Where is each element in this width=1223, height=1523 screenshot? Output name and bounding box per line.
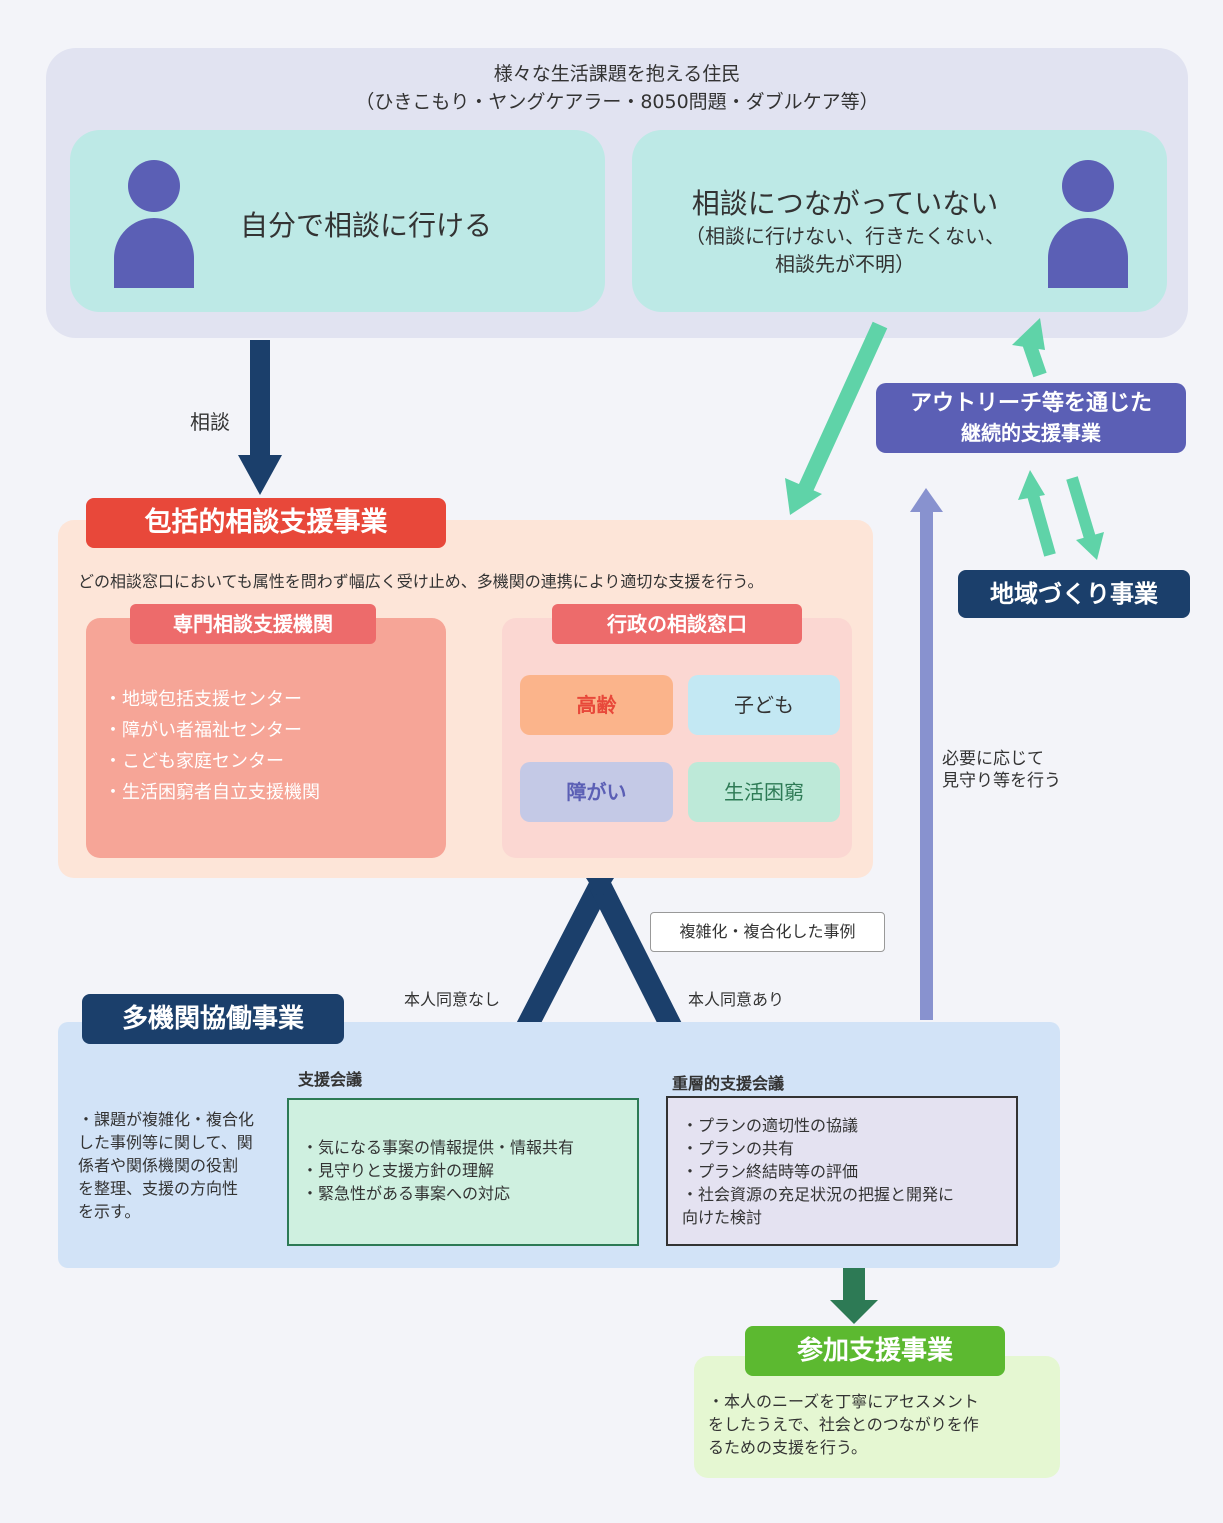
teal-arrow-pair-up [1027,493,1056,557]
watch-arrow-shaft [920,508,933,1020]
watch-arrow-head [910,488,943,512]
list-item: ・気になる事案の情報提供・情報共有 [302,1138,575,1157]
teal-arrow-down-head [785,478,822,515]
list-item: ・地域包括支援センター [104,689,302,710]
cell-koureisha: 高齢 [520,675,673,735]
teal-arrow-down [797,321,888,494]
person-icon [128,160,180,212]
sanka-arrow-head [830,1300,878,1324]
list-item: ・見守りと支援方針の理解 [302,1161,495,1180]
list-item: ・生活困窮者自立支援機関 [104,782,320,803]
takikan-desc: ・課題が複雑化・複合化 した事例等に関して、関 係者や関係機関の役割 を整理、支… [78,1110,255,1221]
teal-arrow-pair-down [1066,476,1096,540]
gyousei-panel [502,618,852,858]
sanka-title: 参加支援事業 [745,1326,1005,1376]
outreach-box: アウトリーチ等を通じた 継続的支援事業 [876,383,1186,453]
cell-kodomo: 子ども [688,675,840,735]
consult-arrow-label: 相談 [190,410,230,434]
not-connected-label: 相談につながっていない （相談に行けない、行きたくない、 相談先が不明） [685,187,1005,276]
shien-box [287,1098,639,1246]
sanka-desc: ・本人のニーズを丁寧にアセスメント をしたうえで、社会とのつながりを作 るための… [708,1392,979,1457]
list-item: ・障がい者福祉センター [104,720,302,741]
list-item: ・プランの共有 [682,1139,795,1158]
cell-seikatsu: 生活困窮 [688,762,840,822]
consent-label: 本人同意あり [688,990,785,1009]
split-arrow-left [510,879,610,1046]
jusou-title: 重層的支援会議 [672,1074,785,1093]
shien-list: ・気になる事案の情報提供・情報共有 ・見守りと支援方針の理解 ・緊急性がある事案… [302,1136,574,1205]
sanka-panel [694,1356,1060,1478]
senmon-panel [86,618,446,858]
takikan-title: 多機関協働事業 [82,994,344,1044]
houkatsu-title: 包括的相談支援事業 [86,498,446,548]
list-item: ・こども家庭センター [104,751,284,772]
jusou-list: ・プランの適切性の協議 ・プランの共有 ・プラン終結時等の評価 ・社会資源の充足… [682,1114,954,1229]
complex-label: 複雑化・複合化した事例 [650,912,885,952]
person-icon-2 [1062,160,1114,212]
list-item: 向けた検討 [682,1208,763,1227]
senmon-list: ・地域包括支援センター ・障がい者福祉センター ・こども家庭センター ・生活困窮… [104,684,320,808]
houkatsu-desc: どの相談窓口においても属性を問わず幅広く受け止め、多機関の連携により適切な支援を… [78,572,764,591]
senmon-title: 専門相談支援機関 [130,604,376,644]
chiiki-box: 地域づくり事業 [958,570,1190,618]
list-item: ・社会資源の充足状況の把握と開発に [682,1185,955,1204]
gyousei-title: 行政の相談窓口 [552,604,802,644]
consult-arrow-shaft [250,340,270,458]
consult-arrow-head [238,455,282,495]
watch-label: 必要に応じて 見守り等を行う [942,749,1061,791]
residents-title: 様々な生活課題を抱える住民 （ひきこもり・ヤングケアラー・8050問題・ダブルケ… [355,63,879,113]
split-arrow-right [590,880,688,1045]
jusou-box [666,1096,1018,1246]
self-consult-label: 自分で相談に行ける [240,209,493,242]
list-item: ・プランの適切性の協議 [682,1116,859,1135]
list-item: ・プラン終結時等の評価 [682,1162,859,1181]
teal-arrow-up-head [1012,318,1045,350]
cell-shougai: 障がい [520,762,673,822]
list-item: ・緊急性がある事案への対応 [302,1184,511,1203]
person-icon-2-body [1048,218,1128,288]
shien-title: 支援会議 [298,1070,363,1089]
person-icon-body [114,218,194,288]
no-consent-label: 本人同意なし [404,990,501,1009]
